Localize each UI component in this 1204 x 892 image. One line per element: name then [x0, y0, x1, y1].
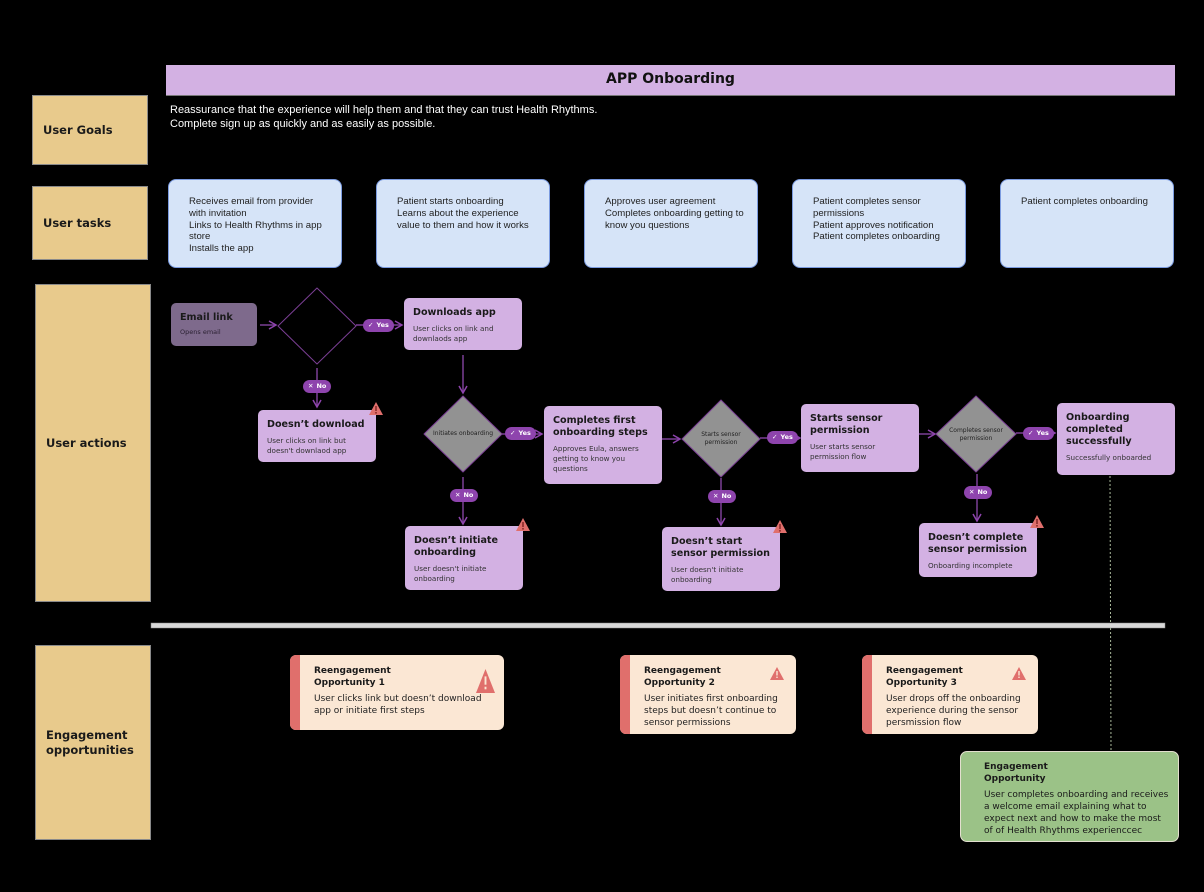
node-doesnt-start-sensor: Doesn’t start sensor permission User doe… [662, 527, 780, 591]
node-starts-sensor-permission: Starts sensor permission User starts sen… [801, 404, 919, 472]
page-title: APP Onboarding [166, 65, 1175, 96]
goal-line: Reassurance that the experience will hel… [170, 104, 598, 116]
task-card: Patient completes sensor permissions Pat… [792, 179, 966, 268]
yes-pill: ✓Yes [1023, 427, 1054, 440]
x-icon: ✕ [713, 492, 719, 500]
task-card: Patient completes onboarding [1000, 179, 1174, 268]
node-email-link: Email link Opens email [171, 303, 257, 346]
decision-label: Completes sensor permission [949, 427, 1003, 442]
goal-line: Complete sign up as quickly and as easil… [170, 118, 436, 130]
node-completes-first-steps: Completes first onboarding steps Approve… [544, 406, 662, 484]
no-pill: ✕No [964, 486, 993, 499]
check-icon: ✓ [368, 321, 374, 329]
x-icon: ✕ [455, 491, 461, 499]
decision-diamond-completes-sensor [935, 395, 1017, 473]
yes-pill: ✓Yes [505, 427, 536, 440]
node-doesnt-complete-sensor: Doesn’t complete sensor permission Onboa… [919, 523, 1037, 577]
reengagement-card-1: Reengagement Opportunity 1 User clicks l… [290, 655, 504, 730]
warning-icon [770, 667, 784, 680]
warning-icon [369, 402, 383, 415]
decision-diamond-starts-sensor [681, 399, 761, 478]
node-onboarding-completed: Onboarding completed successfully Succes… [1057, 403, 1175, 475]
no-pill: ✕No [708, 490, 737, 503]
warning-icon [773, 520, 787, 533]
no-pill: ✕No [303, 380, 332, 393]
warning-icon [516, 518, 530, 531]
lane-engagement-opportunities: Engagement opportunities [35, 645, 151, 840]
user-goals-text: Reassurance that the experience will hel… [170, 103, 970, 131]
dotted-connector [1109, 475, 1112, 751]
warning-icon [476, 669, 495, 693]
engagement-opportunity-card: Engagement Opportunity User completes on… [960, 751, 1179, 842]
decision-label: Starts sensor permission [701, 431, 741, 446]
lane-user-tasks: User tasks [32, 186, 148, 260]
decision-diamond-initiates [423, 395, 503, 473]
yes-pill: ✓Yes [363, 319, 394, 332]
decision-label: Initiates onboarding [432, 430, 494, 437]
check-icon: ✓ [510, 429, 516, 437]
node-doesnt-initiate: Doesn’t initiate onboarding User doesn't… [405, 526, 523, 590]
task-card: Patient starts onboarding Learns about t… [376, 179, 550, 268]
yes-pill: ✓Yes [767, 431, 798, 444]
reengagement-card-3: Reengagement Opportunity 3 User drops of… [862, 655, 1038, 734]
node-doesnt-download: Doesn’t download User clicks on link but… [258, 410, 376, 462]
reengagement-card-2: Reengagement Opportunity 2 User initiate… [620, 655, 796, 734]
lane-user-goals: User Goals [32, 95, 148, 165]
check-icon: ✓ [1028, 429, 1034, 437]
node-downloads-app: Downloads app User clicks on link and do… [404, 298, 522, 350]
x-icon: ✕ [969, 488, 975, 496]
lane-user-actions: User actions [35, 284, 151, 602]
no-pill: ✕No [450, 489, 479, 502]
section-divider [150, 622, 1166, 629]
warning-icon [1012, 667, 1026, 680]
x-icon: ✕ [308, 382, 314, 390]
check-icon: ✓ [772, 433, 778, 441]
task-card: Receives email from provider with invita… [168, 179, 342, 268]
decision-diamond-open-email [277, 287, 357, 365]
task-card: Approves user agreement Completes onboar… [584, 179, 758, 268]
warning-icon [1030, 515, 1044, 528]
